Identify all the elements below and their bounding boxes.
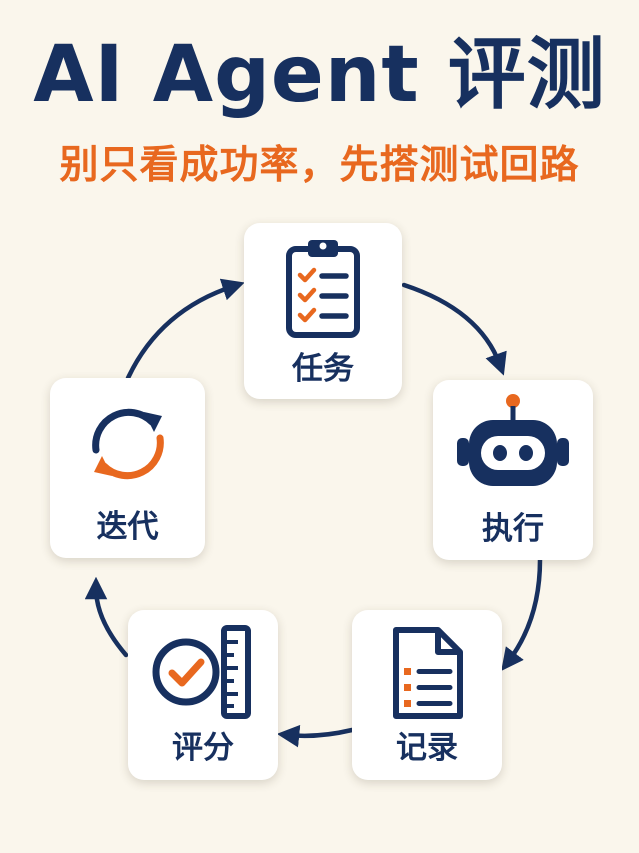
arrow-record-to-score bbox=[276, 724, 355, 748]
cycle-step-label: 记录 bbox=[396, 730, 458, 766]
cycle-step-iterate: 迭代 bbox=[50, 378, 205, 558]
cycle-step-record: 记录 bbox=[352, 610, 502, 780]
refresh-cycle-icon bbox=[92, 408, 164, 480]
cycle-step-label: 迭代 bbox=[96, 509, 159, 545]
cycle-step-task: 任务 bbox=[244, 223, 402, 399]
page-title: AI Agent 评测 bbox=[33, 30, 606, 120]
arrow-task-to-execute bbox=[401, 282, 507, 376]
clipboard-checklist-icon bbox=[286, 240, 360, 338]
cycle-step-label: 执行 bbox=[482, 511, 544, 547]
page-subtitle: 别只看成功率，先搭测试回路 bbox=[59, 143, 580, 188]
cycle-step-label: 评分 bbox=[172, 730, 234, 766]
arrow-execute-to-record bbox=[501, 557, 543, 671]
check-ruler-icon bbox=[152, 625, 251, 719]
document-list-icon bbox=[393, 627, 463, 719]
robot-icon bbox=[457, 394, 569, 486]
arrow-iterate-to-task bbox=[125, 278, 245, 381]
cycle-step-score: 评分 bbox=[128, 610, 278, 780]
cycle-step-label: 任务 bbox=[292, 351, 354, 387]
cycle-step-execute: 执行 bbox=[433, 380, 593, 560]
arrow-score-to-iterate bbox=[84, 576, 129, 658]
